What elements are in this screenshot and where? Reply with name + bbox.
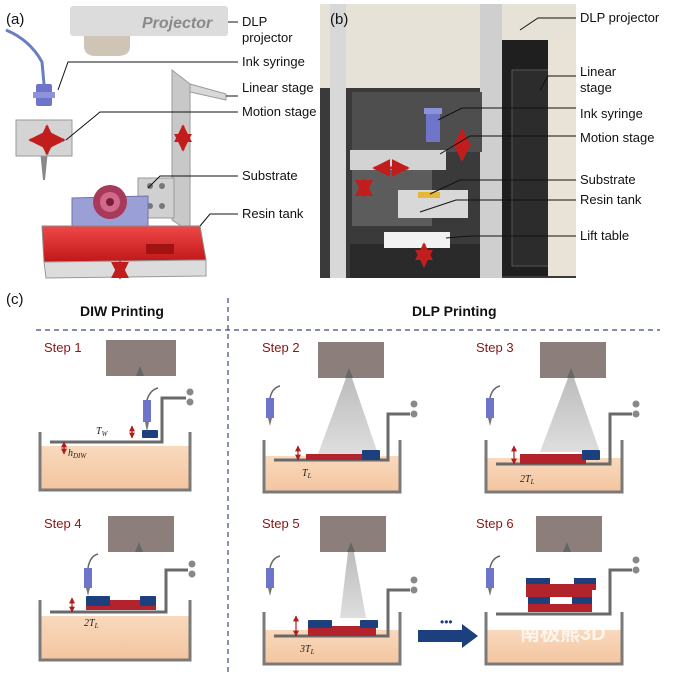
step-5-label: Step 5 <box>262 516 300 531</box>
light-beam <box>540 378 600 452</box>
panel-c: (c) DIW Printing DLP Printing Step 1 TW … <box>6 291 660 672</box>
diw-heading: DIW Printing <box>80 303 164 319</box>
tl-annotation-step2: TL <box>302 468 312 480</box>
label-motion-stage-b: Motion stage <box>580 130 654 145</box>
ink-syringe-illustration <box>5 28 55 180</box>
substrate-illustration <box>71 185 149 227</box>
panel-a: (a) Projector <box>5 6 316 280</box>
projector-box <box>318 342 384 378</box>
label-dlp-projector-b: DLP projector <box>580 10 660 25</box>
watermark-text: 南极熊3D <box>520 621 606 645</box>
dlp-heading: DLP Printing <box>412 303 497 319</box>
step-6-label: Step 6 <box>476 516 514 531</box>
motion-stage-illustration <box>15 119 73 157</box>
projector-word: Projector <box>142 15 213 32</box>
light-beam <box>318 378 378 454</box>
label-linear-stage-a: Linear stage <box>242 80 314 95</box>
panel-b-leader-lines <box>419 17 576 239</box>
label-substrate-b: Substrate <box>580 172 636 187</box>
three-tl-annotation-step5: 3TL <box>299 644 315 656</box>
label-substrate-a: Substrate <box>242 168 298 183</box>
panel-c-tag: (c) <box>6 291 24 308</box>
linear-stage-illustration <box>137 68 227 233</box>
label-lift-table-b: Lift table <box>580 228 629 243</box>
step-1-label: Step 1 <box>44 340 82 355</box>
panel-b-tag: (b) <box>330 11 348 28</box>
two-tl-annotation-step4: 2TL <box>84 618 99 630</box>
progression-ellipsis: ••• <box>440 615 453 629</box>
step-4-scene: Step 4 2TL <box>38 516 196 662</box>
projector-box <box>108 516 174 552</box>
tw-annotation: TW <box>96 426 109 438</box>
label-linear-stage-b1: Linear <box>580 64 617 79</box>
step-5-scene: Step 5 3TL <box>262 516 418 666</box>
step-6-scene: Step 6 <box>476 516 640 666</box>
progression-arrow: ••• <box>418 615 478 648</box>
hdiw-annotation: hDIW <box>68 448 87 460</box>
label-resin-tank-a: Resin tank <box>242 206 304 221</box>
step-4-label: Step 4 <box>44 516 82 531</box>
two-tl-annotation-step3: 2TL <box>520 474 535 486</box>
step-2-label: Step 2 <box>262 340 300 355</box>
panel-b: (b) DLP projector Linear stage Ink syrin… <box>320 4 660 278</box>
label-dlp-projector-a1: DLP <box>242 14 267 29</box>
resin-tank-illustration <box>41 225 207 280</box>
projector-illustration: Projector <box>70 6 228 56</box>
label-ink-syringe-a: Ink syringe <box>242 54 305 69</box>
projector-box <box>540 342 606 378</box>
label-linear-stage-b2: stage <box>580 80 612 95</box>
light-beam <box>340 552 366 618</box>
step-3-scene: Step 3 2TL <box>476 340 640 494</box>
step-2-scene: Step 2 TL <box>262 340 418 494</box>
panel-a-leader-lines <box>57 21 238 227</box>
step-3-label: Step 3 <box>476 340 514 355</box>
panel-a-tag: (a) <box>6 11 24 28</box>
projector-box <box>320 516 386 552</box>
label-resin-tank-b: Resin tank <box>580 192 642 207</box>
label-ink-syringe-b: Ink syringe <box>580 106 643 121</box>
step-1-scene: Step 1 TW hDIW <box>38 340 194 492</box>
label-dlp-projector-a2: projector <box>242 30 293 45</box>
projector-box <box>536 516 602 552</box>
label-motion-stage-a: Motion stage <box>242 104 316 119</box>
setup-photo <box>320 4 576 278</box>
